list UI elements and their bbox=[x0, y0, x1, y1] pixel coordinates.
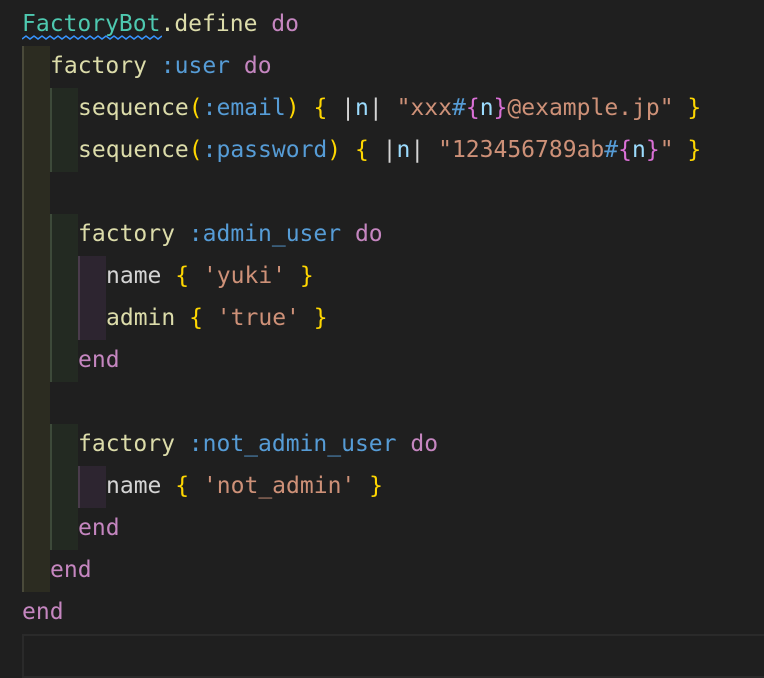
pipe-token: | bbox=[410, 137, 425, 163]
method-token: admin bbox=[106, 305, 176, 331]
pipe-token: | bbox=[327, 95, 355, 121]
keyword-token: end bbox=[22, 599, 64, 625]
brace-token: { bbox=[341, 137, 369, 163]
keyword-token: end bbox=[78, 347, 120, 373]
indent-guide-level-3 bbox=[78, 466, 106, 508]
keyword-token: do bbox=[257, 11, 299, 37]
indent-guide-level-2 bbox=[50, 88, 78, 172]
identifier-token: name bbox=[106, 473, 162, 499]
warning-squiggle-icon bbox=[22, 35, 162, 40]
brace-token: } bbox=[673, 95, 702, 121]
brace-token: { bbox=[161, 473, 190, 499]
string-token: "123456789ab bbox=[424, 137, 605, 163]
paren-token: ) bbox=[285, 95, 300, 121]
method-token: sequence bbox=[78, 137, 189, 163]
string-token: 'yuki' bbox=[189, 263, 287, 289]
pipe-token: | bbox=[368, 137, 397, 163]
method-token: factory bbox=[50, 53, 147, 79]
symbol-token: :password bbox=[202, 137, 328, 163]
symbol-token: :email bbox=[202, 95, 286, 121]
variable-token: n bbox=[631, 137, 646, 163]
string-token: 'not_admin' bbox=[189, 473, 356, 499]
code-line-7[interactable]: name { 'yuki' } bbox=[106, 255, 314, 297]
interp-brace-token: } bbox=[645, 137, 660, 163]
brace-token: { bbox=[175, 305, 203, 331]
paren-token: ( bbox=[188, 137, 203, 163]
string-token: " bbox=[659, 137, 674, 163]
string-token: @example.jp" bbox=[507, 95, 674, 121]
keyword-token: end bbox=[78, 515, 120, 541]
symbol-token: :not_admin_user bbox=[174, 431, 397, 457]
keyword-token: do bbox=[341, 221, 383, 247]
brace-token: } bbox=[355, 473, 383, 499]
method-token: factory bbox=[78, 221, 175, 247]
indent-guide-level-2 bbox=[50, 424, 78, 550]
pipe-token: | bbox=[368, 95, 383, 121]
interp-brace-token: { bbox=[465, 95, 480, 121]
code-line-6[interactable]: factory :admin_user do bbox=[78, 213, 383, 255]
indent-guide-level-3 bbox=[78, 256, 106, 340]
string-token: "xxx bbox=[382, 95, 452, 121]
string-token: 'true' bbox=[202, 305, 300, 331]
code-line-1[interactable]: FactoryBot.define do bbox=[22, 3, 299, 45]
symbol-token: :user bbox=[146, 53, 231, 79]
brace-token: } bbox=[673, 137, 702, 163]
code-line-8[interactable]: admin { 'true' } bbox=[106, 297, 328, 339]
code-line-12[interactable]: name { 'not_admin' } bbox=[106, 465, 383, 507]
interp-brace-token: } bbox=[493, 95, 508, 121]
variable-token: n bbox=[396, 137, 411, 163]
keyword-token: end bbox=[50, 557, 92, 583]
identifier-token: name bbox=[106, 263, 162, 289]
variable-token: n bbox=[355, 95, 369, 121]
interp-hash-token: # bbox=[604, 137, 619, 163]
code-line-15[interactable]: end bbox=[22, 591, 64, 633]
indent-guide-level-1 bbox=[22, 46, 50, 592]
brace-token: } bbox=[286, 263, 314, 289]
method-token: factory bbox=[78, 431, 175, 457]
paren-token: ( bbox=[188, 95, 203, 121]
interp-hash-token: # bbox=[451, 95, 466, 121]
brace-token: { bbox=[161, 263, 190, 289]
interp-brace-token: { bbox=[618, 137, 632, 163]
keyword-token: do bbox=[396, 431, 439, 457]
constant-token: FactoryBot bbox=[22, 11, 161, 37]
method-token: sequence bbox=[78, 95, 189, 121]
paren-token: ) bbox=[327, 137, 342, 163]
code-line-4[interactable]: sequence(:password) { |n| "123456789ab#{… bbox=[78, 129, 701, 171]
keyword-token: do bbox=[230, 53, 272, 79]
symbol-token: :admin_user bbox=[174, 221, 342, 247]
current-line-highlight[interactable] bbox=[22, 634, 764, 678]
code-line-2[interactable]: factory :user do bbox=[50, 45, 272, 87]
code-line-3[interactable]: sequence(:email) { |n| "xxx#{n}@example.… bbox=[78, 87, 701, 129]
variable-token: n bbox=[479, 95, 494, 121]
method-token: .define bbox=[160, 11, 258, 37]
brace-token: } bbox=[299, 305, 328, 331]
code-line-11[interactable]: factory :not_admin_user do bbox=[78, 423, 438, 465]
indent-guide-level-2 bbox=[50, 214, 78, 382]
code-line-13[interactable]: end bbox=[78, 507, 120, 549]
code-line-9[interactable]: end bbox=[78, 339, 120, 381]
code-line-14[interactable]: end bbox=[50, 549, 92, 591]
brace-token: { bbox=[299, 95, 328, 121]
